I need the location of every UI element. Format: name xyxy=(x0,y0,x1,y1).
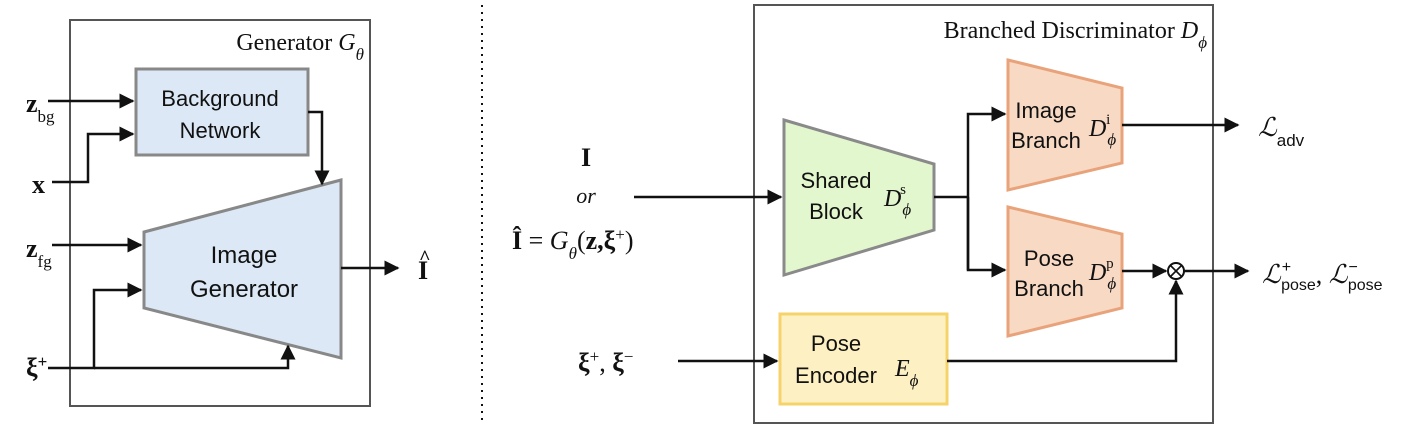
image-branch-symbol: Dϕi xyxy=(1088,112,1116,149)
generator-panel: Generator Gθ Background Network Image Ge… xyxy=(26,19,431,407)
pose-branch-trapezoid xyxy=(1006,205,1124,338)
disc-input-or: or xyxy=(576,183,596,208)
image-generator-trapezoid xyxy=(142,178,343,360)
pose-encoder-label-line2: Encoder xyxy=(795,363,877,388)
pose-encoder-label-line1: Pose xyxy=(811,331,861,356)
wire-xi-to-generator-bottom xyxy=(94,344,296,370)
wire-background-to-generator xyxy=(308,110,330,186)
shared-block-symbol: Dϕs xyxy=(883,182,911,219)
background-network-box xyxy=(134,67,310,157)
image-branch-trapezoid xyxy=(1006,58,1124,192)
shared-block-trapezoid xyxy=(782,117,936,278)
shared-block-label-line2: Block xyxy=(809,199,864,224)
wire-shared-to-image-branch xyxy=(966,106,1007,270)
pose-encoder-box xyxy=(778,312,949,406)
disc-input-pose-pair: ξ+, ξ− xyxy=(578,347,633,378)
input-xi-plus: ξ+ xyxy=(26,352,47,383)
loss-pose: ℒ+pose, ℒ−pose xyxy=(1262,259,1383,294)
discriminator-title: Branched Discriminator Dϕ xyxy=(944,18,1208,52)
image-branch-label-line2: Branch xyxy=(1011,128,1081,153)
disc-input-fake-image: Î = Gθ(z,ξ+) xyxy=(512,225,634,263)
wire-x-to-background xyxy=(52,126,135,184)
image-generator-label-line1: Image xyxy=(211,242,278,269)
combine-cross-b xyxy=(1169,264,1183,278)
image-branch-label-line1: Image xyxy=(1015,98,1076,123)
discriminator-panel: Branched Discriminator Dϕ Shared Block D… xyxy=(512,4,1383,424)
pose-encoder-symbol: Eϕ xyxy=(894,356,919,390)
background-network-label-line2: Network xyxy=(180,118,262,143)
generator-output-label: I xyxy=(418,256,428,285)
discriminator-frame xyxy=(753,4,1214,424)
input-z-fg: zfg xyxy=(26,234,52,271)
shared-block-label-line1: Shared xyxy=(801,168,872,193)
loss-adv: ℒadv xyxy=(1258,113,1305,150)
wire-encoder-to-combine xyxy=(947,279,1184,363)
input-z-bg: zbg xyxy=(26,89,55,126)
pose-branch-label-line1: Pose xyxy=(1024,246,1074,271)
generator-frame xyxy=(69,19,371,407)
image-generator-label-line2: Generator xyxy=(190,276,298,303)
input-x: x xyxy=(32,170,45,199)
disc-input-real-image: I xyxy=(581,143,591,172)
pose-branch-symbol: Dϕp xyxy=(1088,256,1116,293)
generator-title: Generator Gθ xyxy=(236,30,364,64)
generator-output-hat: ^ xyxy=(419,247,431,269)
wire-shared-to-pose-branch xyxy=(966,197,1007,278)
pose-branch-label-line2: Branch xyxy=(1014,276,1084,301)
wire-xi-to-generator xyxy=(48,282,143,370)
background-network-label-line1: Background xyxy=(161,86,278,111)
